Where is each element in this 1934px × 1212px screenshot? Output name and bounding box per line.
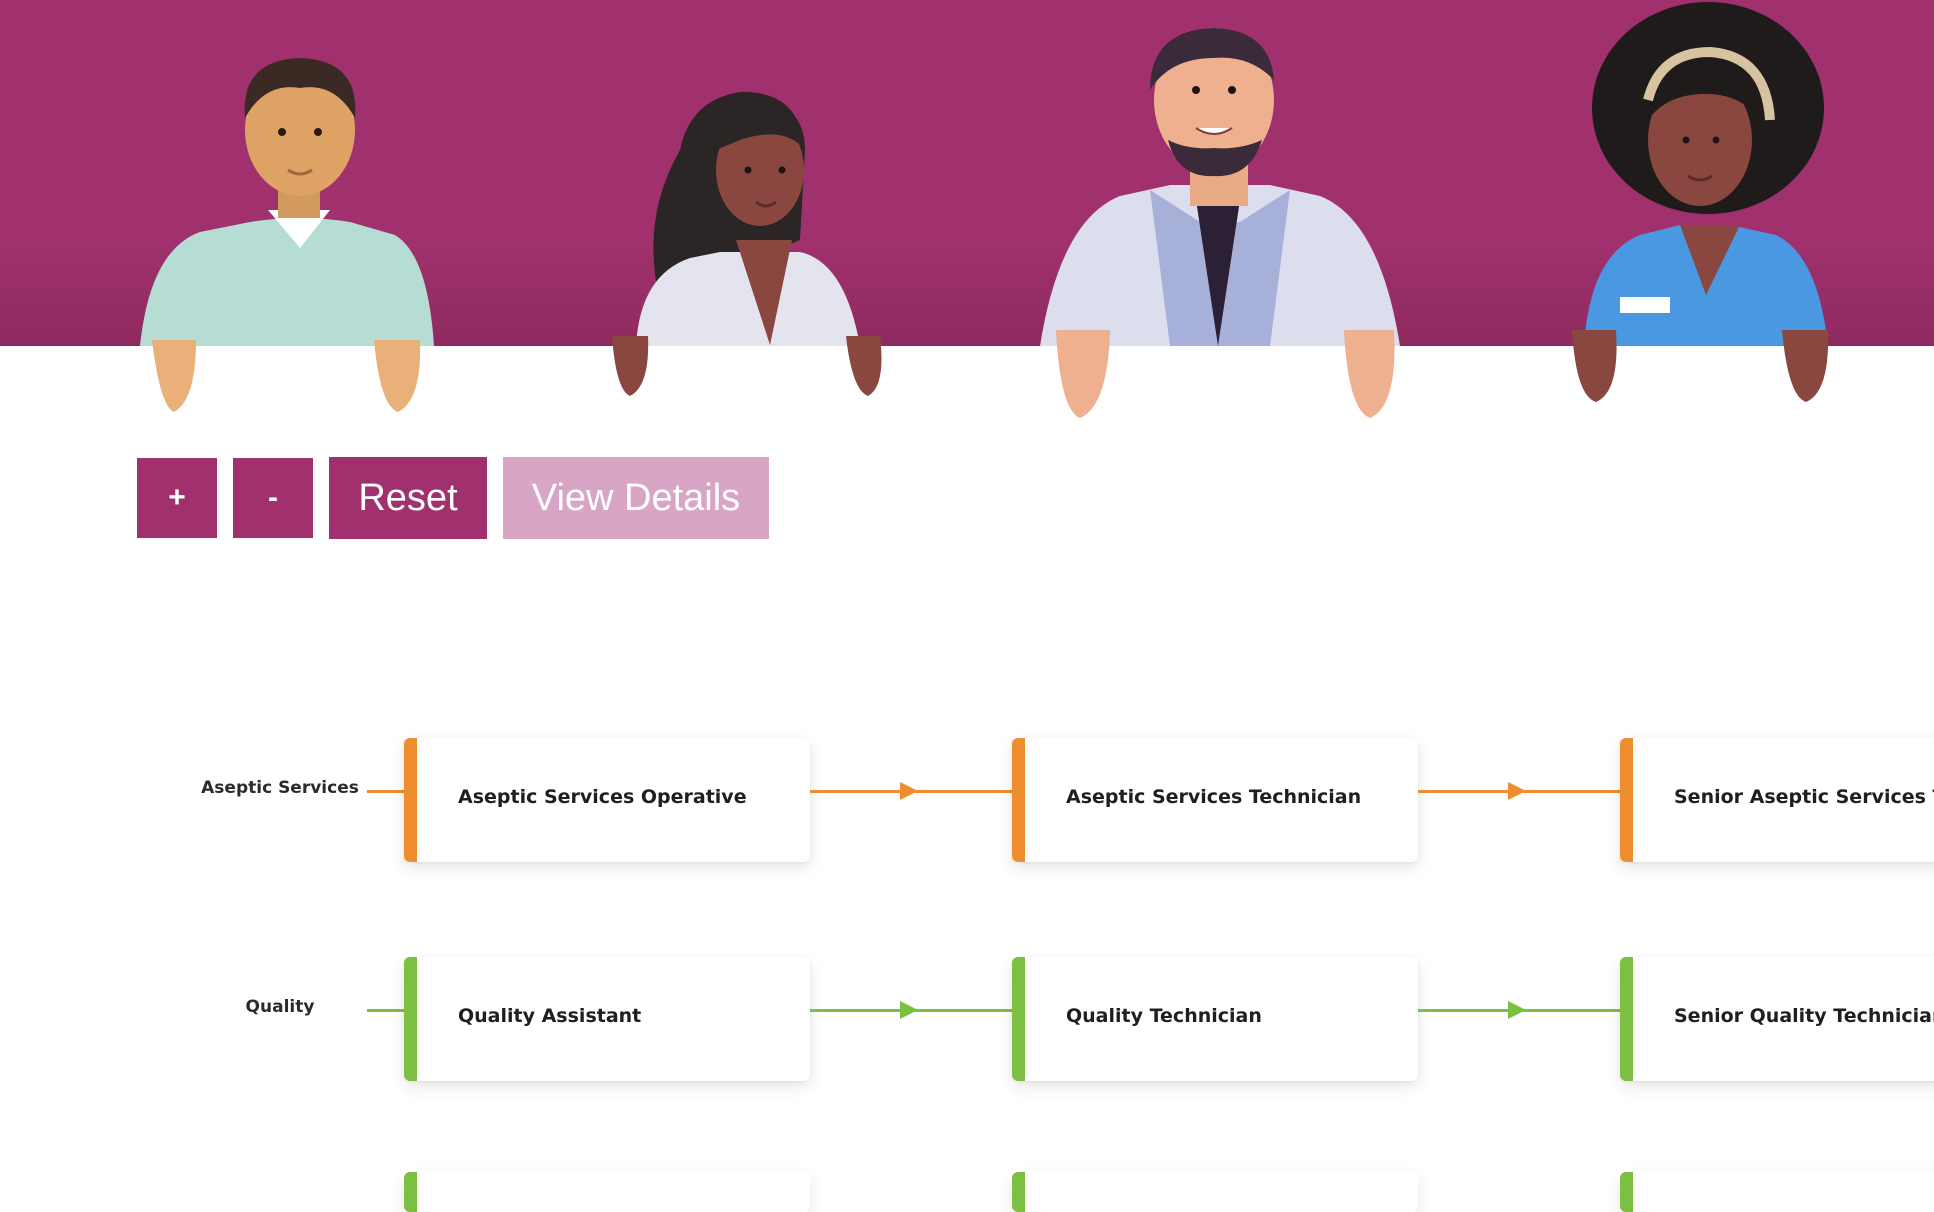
progression-connector: [1418, 1001, 1622, 1019]
role-card[interactable]: Aseptic Services Operative: [404, 738, 810, 862]
role-card-partial[interactable]: [1012, 1172, 1418, 1212]
role-card[interactable]: Senior Aseptic Services Technician: [1620, 738, 1934, 862]
role-card[interactable]: Quality Assistant: [404, 957, 810, 1081]
role-title: Quality Technician: [1066, 1005, 1262, 1027]
zoom-out-button[interactable]: -: [233, 458, 313, 538]
team-illustration: [140, 2, 1829, 418]
role-card-partial[interactable]: [404, 1172, 810, 1212]
progression-connector: [1418, 782, 1622, 800]
card-accent-bar: [1620, 957, 1633, 1081]
pathway-label: Quality: [245, 997, 315, 1017]
card-accent-bar: [1012, 1172, 1025, 1212]
role-title: Senior Quality Technician: [1674, 1005, 1934, 1027]
role-card[interactable]: Aseptic Services Technician: [1012, 738, 1418, 862]
role-title: Senior Aseptic Services Technician: [1674, 786, 1934, 808]
role-card[interactable]: Senior Quality Technician: [1620, 957, 1934, 1081]
arrow-right-icon: [900, 1001, 918, 1019]
arrow-right-icon: [1508, 782, 1526, 800]
card-accent-bar: [404, 738, 417, 862]
role-title: Quality Assistant: [458, 1005, 642, 1027]
person-2-illustration: [612, 91, 882, 396]
reset-button[interactable]: Reset: [329, 457, 487, 539]
card-accent-bar: [404, 1172, 417, 1212]
pathway-row-quality: Quality Quality Assistant Quality Techni…: [0, 947, 1934, 1081]
card-accent-bar: [404, 957, 417, 1081]
zoom-in-button[interactable]: +: [137, 458, 217, 538]
progression-connector: [810, 1001, 1014, 1019]
card-accent-bar: [1012, 957, 1025, 1081]
card-accent-bar: [1620, 738, 1633, 862]
arrow-right-icon: [900, 782, 918, 800]
card-accent-bar: [1620, 1172, 1633, 1212]
person-4-illustration: [1572, 2, 1829, 402]
role-title: Aseptic Services Technician: [1066, 786, 1362, 808]
pathway-stub-line: [367, 1009, 405, 1012]
pathway-row-aseptic: Aseptic Services Aseptic Services Operat…: [0, 728, 1934, 862]
pathway-stub-line: [367, 790, 405, 793]
role-title: Aseptic Services Operative: [458, 786, 747, 808]
card-accent-bar: [1012, 738, 1025, 862]
person-3-illustration: [1040, 28, 1400, 418]
person-1-illustration: [140, 58, 434, 412]
arrow-right-icon: [1508, 1001, 1526, 1019]
role-card[interactable]: Quality Technician: [1012, 957, 1418, 1081]
pathway-label: Aseptic Services: [201, 778, 359, 798]
progression-connector: [810, 782, 1014, 800]
role-card-partial[interactable]: [1620, 1172, 1934, 1212]
view-details-button[interactable]: View Details: [503, 457, 769, 539]
